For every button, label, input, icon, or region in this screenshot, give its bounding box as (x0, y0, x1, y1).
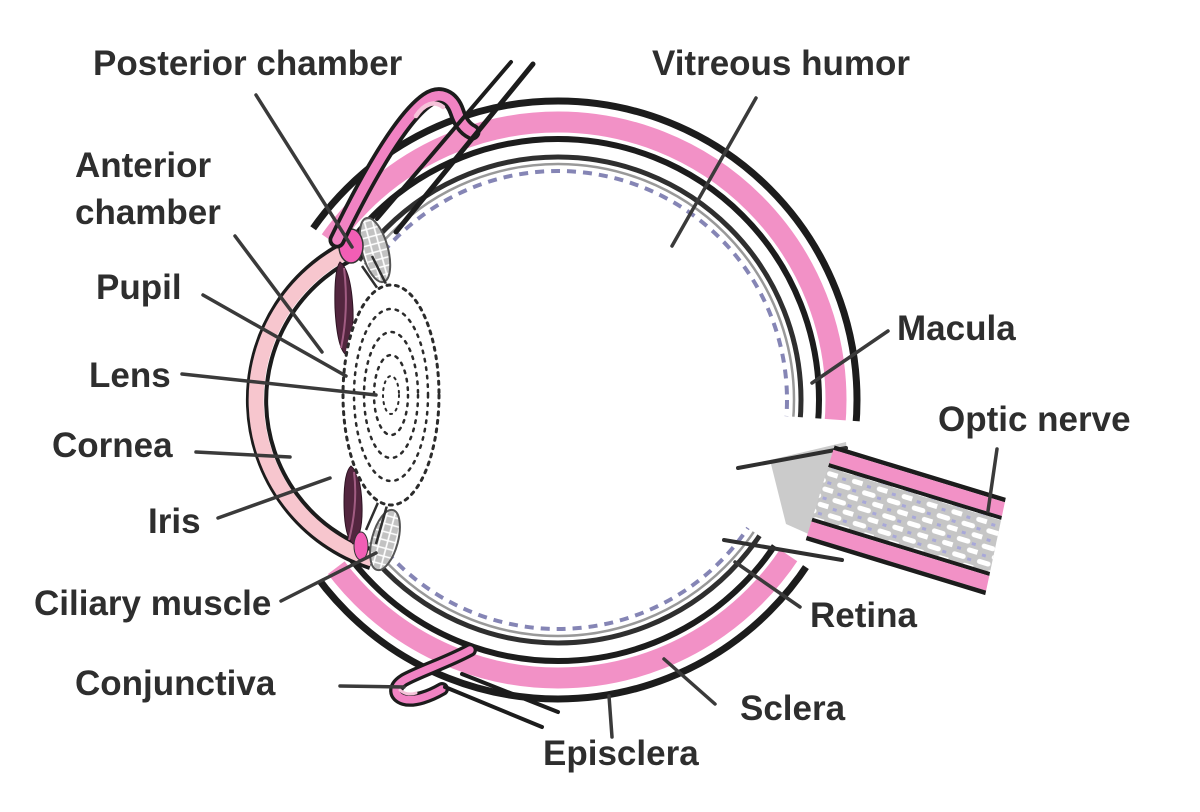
leader-posterior-chamber (254, 93, 354, 249)
leader-conjunctiva (338, 684, 406, 689)
retina-dashed-ring (327, 169, 789, 631)
optic-nerve-gap (558, 400, 897, 590)
conjunctiva-fold-top (328, 60, 536, 249)
conjunctiva-line-1 (443, 685, 544, 729)
eyelid-line-1 (393, 61, 536, 235)
retina-converge-line-1 (736, 446, 848, 470)
nerve-line-3 (811, 517, 995, 578)
nerve-top-line (833, 445, 1015, 506)
leader-lens (180, 372, 378, 397)
leader-optic-nerve (986, 447, 999, 513)
cornea-inner-line (264, 252, 374, 552)
fold-bottom-band (392, 646, 474, 704)
conjunctiva-fold-bottom (389, 643, 560, 729)
iris-top-highlight (340, 267, 347, 349)
leader-vitreous-humor (670, 96, 758, 248)
leader-pupil (201, 293, 348, 378)
ciliary-body-bottom (369, 508, 401, 572)
nerve-bottom-line (805, 535, 989, 596)
cornea (245, 234, 375, 570)
leader-sclera (662, 657, 717, 706)
conjunctiva-line-2 (460, 672, 560, 714)
fold-top-inner (413, 101, 446, 119)
optic-nerve (805, 445, 1015, 596)
fold-bottom-inner (398, 688, 418, 696)
lens-capsule (341, 283, 441, 507)
nerve-line-2 (827, 463, 1011, 523)
iris-bottom (343, 465, 363, 545)
nerve-top-sheath (829, 449, 1015, 519)
nerve-bottom-sheath (806, 521, 993, 592)
leader-lines (180, 93, 999, 739)
lens-body (342, 283, 440, 507)
leader-episclera (607, 694, 614, 739)
iris-bottom-highlight (348, 471, 357, 541)
lens (341, 283, 441, 507)
retina-converge-line-2 (722, 538, 844, 562)
eyelid-line-2 (375, 60, 513, 221)
lens-ring-1 (352, 307, 430, 483)
posterior-chamber-region-bottom (353, 531, 369, 561)
nerve-fiber-texture (812, 467, 1010, 574)
zonule-fibers (360, 255, 390, 545)
leader-cornea (194, 450, 292, 459)
iris (334, 261, 363, 545)
leader-retina (733, 560, 802, 609)
leader-iris (216, 476, 332, 520)
leader-anterior-chamber (233, 234, 324, 354)
cornea-band (248, 238, 375, 567)
lens-core (382, 375, 400, 415)
leader-macula (810, 329, 890, 385)
leader-ciliary-muscle (279, 551, 378, 603)
